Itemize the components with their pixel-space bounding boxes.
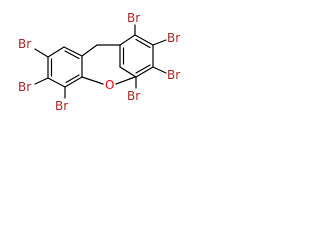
bonds-furan-ring [81,44,136,85]
bond-c1-c2-inner [135,38,151,49]
bond-c3-br3 [152,66,167,74]
bond-c9b-c1 [119,34,136,46]
atom-labels: Br Br Br O Br Br Br Br [18,11,180,113]
bromine-label: Br [18,37,31,51]
bond-c7-c8 [47,46,65,58]
bond-c5a-c6 [47,77,66,88]
bond-c9a-o [81,76,104,85]
bond-c3-c4-inner [135,64,151,74]
bond-c9a-c5a [64,76,83,88]
bond-c3-c4 [135,66,154,78]
bromine-label: Br [127,11,140,25]
bond-c8-c9-inner [64,50,80,60]
bonds-substituents [34,24,167,99]
bonds-right-ring [119,34,154,78]
bond-c9-c9b [81,44,98,57]
molecule-structure-diagram: Br Br Br O Br Br Br Br [18,11,180,113]
bromine-label: Br [167,68,180,82]
bromine-label: Br [55,99,68,113]
bonds-left-ring [47,46,83,88]
bond-c6-br6 [34,77,49,85]
bond-c4-c4a [119,66,137,78]
bromine-label: Br [167,31,180,45]
oxygen-label: O [105,78,114,92]
bond-c9a-c5a-inner [65,74,80,84]
bond-c2-br2 [152,39,167,46]
bond-c8-c9 [63,46,83,57]
bromine-label: Br [18,80,31,94]
bond-c1-c2 [134,34,154,46]
bond-o-c4a [115,76,136,85]
bromine-label: Br [127,89,140,103]
bond-c7-br7 [34,48,49,58]
